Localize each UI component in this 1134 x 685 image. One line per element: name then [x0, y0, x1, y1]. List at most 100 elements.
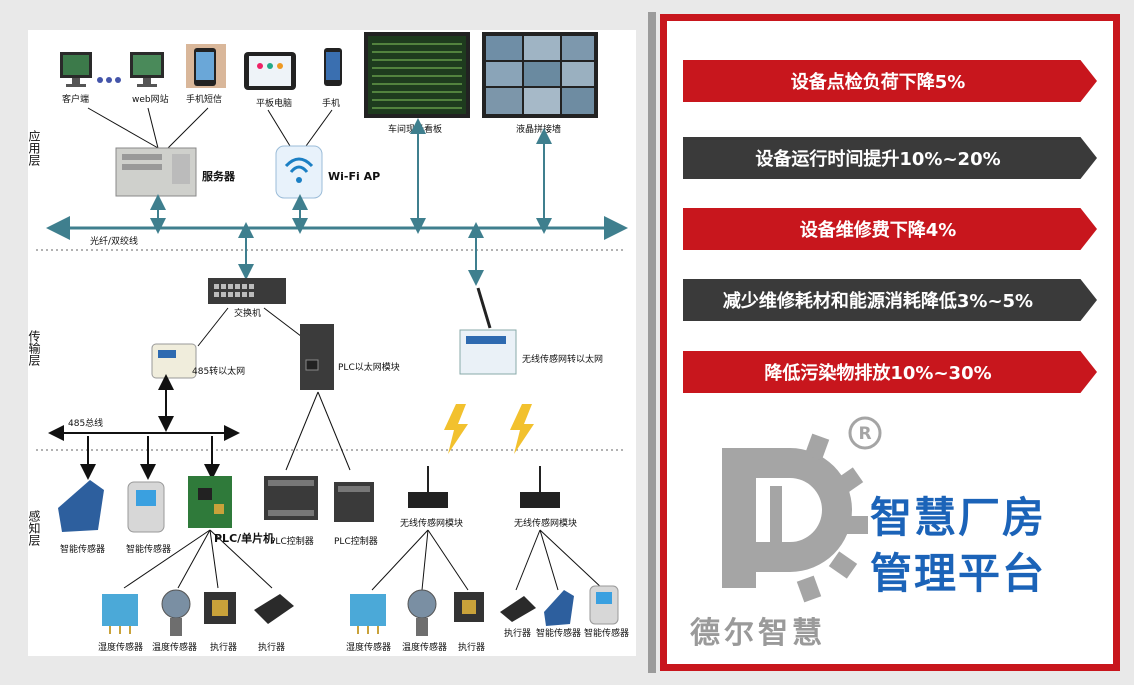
- layer-label-app-text: 应用层: [28, 129, 41, 167]
- layer-label-app: 应用层: [27, 129, 41, 167]
- smart-sensor-display-icon: [589, 585, 619, 625]
- server-label: 服务器: [202, 169, 236, 183]
- registered-mark-icon: R: [848, 416, 882, 450]
- tablet-label: 平板电脑: [256, 97, 292, 109]
- benefit-text: 减少维修耗材和能源消耗降低3%~5%: [722, 291, 1034, 312]
- layer-label-trans: 传输层: [27, 329, 41, 367]
- backbone-drops: [150, 118, 552, 286]
- plc-controller-icon: [264, 476, 318, 520]
- humid2-label: 湿度传感器: [346, 641, 391, 653]
- wifi-ap-icon: [275, 145, 323, 199]
- smart-sensor-icon: [58, 480, 104, 532]
- architecture-panel: 应用层 传输层 感知层 客户端: [27, 30, 636, 656]
- benefit-banner-3: 设备维修费下降4%: [683, 208, 1097, 250]
- benefit-text: 设备点检负荷下降5%: [790, 72, 966, 93]
- plc-ethernet-label: PLC以太网模块: [338, 361, 400, 373]
- plc-mcu-links: [123, 529, 273, 589]
- act2-label: 执行器: [258, 641, 285, 653]
- platform-title: 智慧厂房 管理平台: [870, 490, 1090, 602]
- brand-name: 德尔智慧: [690, 616, 826, 651]
- tablet-icon: [244, 52, 296, 90]
- architecture-diagram: 应用层 传输层 感知层 客户端: [27, 32, 629, 653]
- act4-label: 执行器: [504, 627, 531, 639]
- switch-icon: [208, 278, 286, 304]
- workshop-board-icon: [364, 32, 470, 118]
- humid1-label: 湿度传感器: [98, 641, 143, 653]
- smart2-label: 智能传感器: [126, 543, 171, 555]
- phone-icon: [324, 48, 342, 86]
- plc-controller-icon: [334, 482, 374, 522]
- wireless-bolt-icon: [510, 404, 534, 454]
- act1-label: 执行器: [210, 641, 237, 653]
- plc-ethernet-module-icon: [300, 324, 334, 390]
- smart-sensor-display-icon: [127, 481, 165, 533]
- wifi-label: Wi-Fi AP: [328, 170, 380, 183]
- benefit-banner-1: 设备点检负荷下降5%: [683, 60, 1097, 102]
- actuator-chip-icon: [500, 596, 536, 622]
- plc-ctrl1-label: PLC控制器: [270, 535, 314, 547]
- gear-logo-icon: [722, 433, 868, 603]
- actuator-chip-icon: [454, 592, 484, 622]
- fiber-label: 光纤/双绞线: [90, 235, 138, 247]
- layer-label-trans-text: 传输层: [28, 329, 41, 367]
- client-label: 客户端: [62, 93, 89, 105]
- layer-label-sense: 感知层: [27, 509, 41, 547]
- humidity-sensor-icon: [350, 594, 386, 634]
- server-icon: [115, 147, 197, 197]
- lcd-label: 液晶拼接墙: [516, 123, 561, 135]
- wsn-module-links: [371, 529, 605, 591]
- lcd-wall-icon: [482, 32, 598, 118]
- board-label: 车间现场看板: [388, 123, 442, 135]
- actuator-chip-icon: [254, 594, 294, 624]
- wsn-module-icon: [408, 466, 448, 508]
- benefit-banner-2: 设备运行时间提升10%~20%: [683, 137, 1097, 179]
- wsn-gateway-label: 无线传感网转以太网: [522, 353, 603, 365]
- temp2-label: 温度传感器: [402, 641, 447, 653]
- client-monitor-icon: [60, 52, 92, 87]
- wsn-module-icon: [520, 466, 560, 508]
- wsn-mod2-label: 无线传感网模块: [514, 517, 577, 529]
- sms-phone-icon: [186, 44, 226, 88]
- smart4-label: 智能传感器: [584, 627, 629, 639]
- layer-label-sense-text: 感知层: [28, 509, 41, 547]
- benefit-text: 设备运行时间提升10%~20%: [755, 149, 1001, 170]
- benefit-text: 设备维修费下降4%: [799, 220, 957, 241]
- web-monitor-icon: [130, 52, 164, 87]
- dot-icon: [97, 77, 103, 83]
- rs485-label: 485转以太网: [192, 365, 245, 377]
- temperature-sensor-icon: [407, 589, 437, 636]
- gray-divider: [648, 12, 656, 673]
- plc-module-links: [285, 391, 351, 471]
- benefit-text: 降低污染物排放10%~30%: [764, 363, 992, 384]
- dot-icon: [106, 77, 112, 83]
- plc-ctrl2-label: PLC控制器: [334, 535, 378, 547]
- plc-mcu-board-icon: [188, 476, 232, 528]
- temp1-label: 温度传感器: [152, 641, 197, 653]
- wsn-mod1-label: 无线传感网模块: [400, 517, 463, 529]
- web-label: web网站: [132, 93, 169, 105]
- benefit-banner-5: 降低污染物排放10%~30%: [683, 351, 1097, 393]
- platform-title-line1: 智慧厂房: [870, 493, 1047, 542]
- sms-label: 手机短信: [186, 93, 222, 105]
- bus485-label: 485总线: [68, 417, 103, 429]
- wsn-gateway-icon: [459, 287, 517, 375]
- benefit-banner-4: 减少维修耗材和能源消耗降低3%~5%: [683, 279, 1097, 321]
- registered-letter: R: [858, 424, 871, 444]
- terminal-links: [87, 107, 333, 149]
- smart-sensor-icon: [544, 590, 574, 626]
- humidity-sensor-icon: [102, 594, 138, 634]
- dot-icon: [115, 77, 121, 83]
- plc-mcu-label: PLC/单片机: [214, 531, 274, 545]
- phone-label: 手机: [322, 97, 340, 109]
- smart3-label: 智能传感器: [536, 627, 581, 639]
- bus485-drops: [80, 436, 220, 480]
- temperature-sensor-icon: [161, 589, 191, 636]
- smart1-label: 智能传感器: [60, 543, 105, 555]
- platform-title-line2: 管理平台: [870, 549, 1047, 598]
- rs485-converter-icon: [151, 343, 197, 379]
- wireless-bolt-icon: [444, 404, 468, 454]
- actuator-chip-icon: [204, 592, 236, 624]
- act3-label: 执行器: [458, 641, 485, 653]
- switch-label: 交换机: [234, 307, 261, 319]
